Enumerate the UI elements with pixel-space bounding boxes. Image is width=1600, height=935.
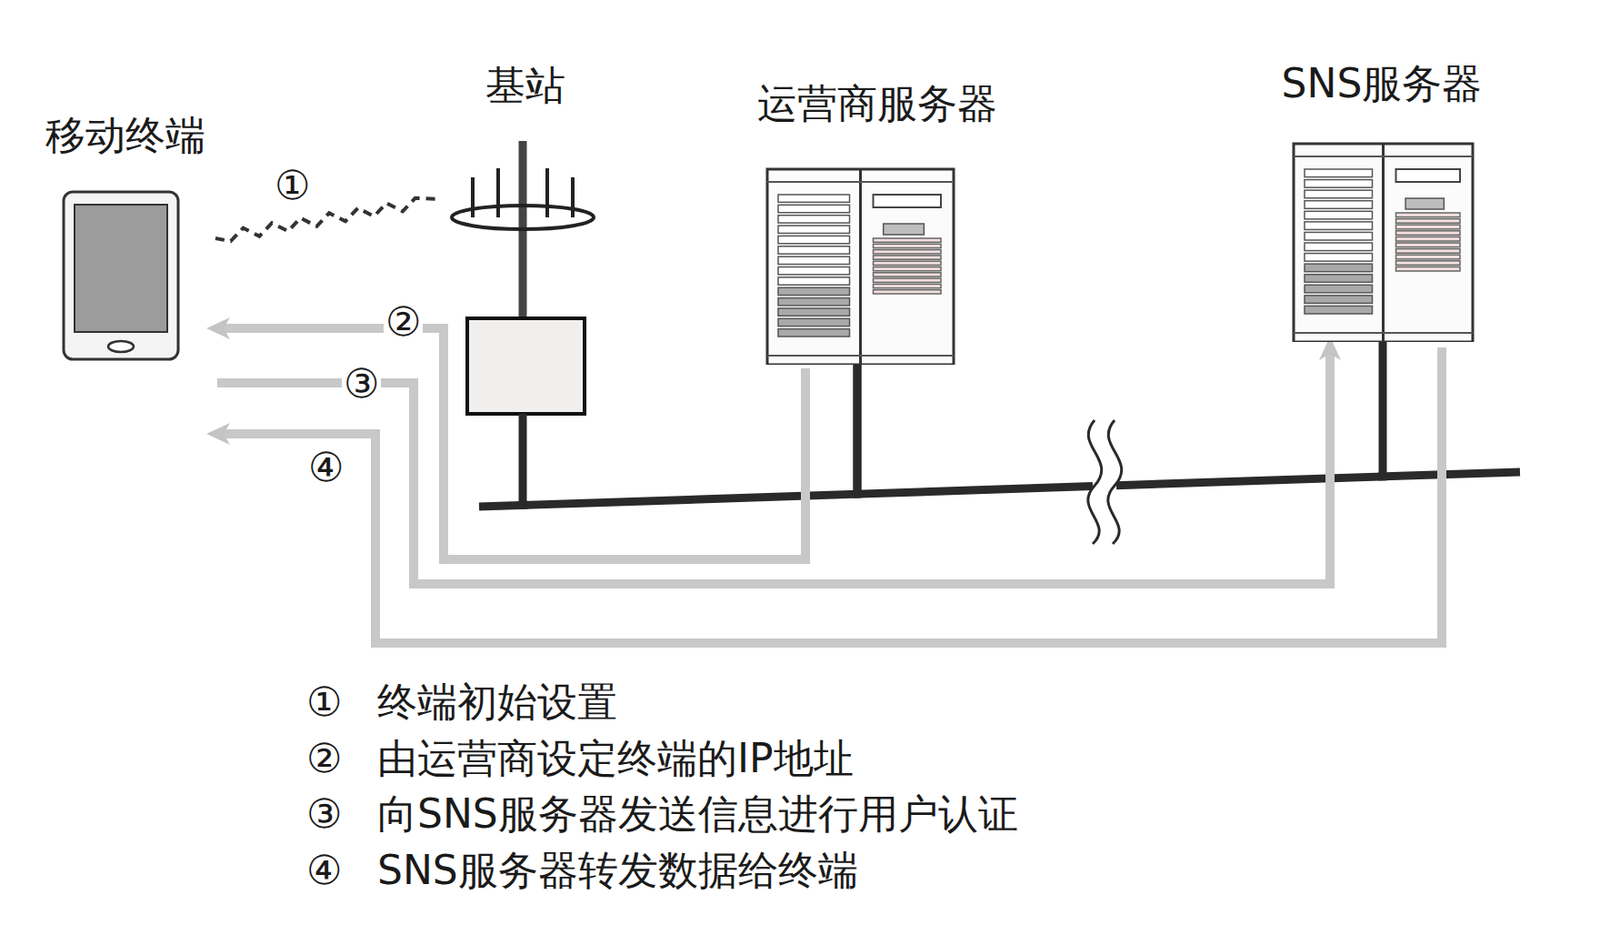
base-station: 基站 — [440, 63, 610, 419]
node-heading: SNS服务器 — [1254, 61, 1510, 106]
node-heading: 基站 — [440, 63, 610, 108]
callout-number: ③ — [341, 361, 381, 406]
step-note: SNS服务器转发数据给终端 — [377, 848, 859, 892]
callout-number: ② — [383, 300, 423, 344]
flow-arrow — [217, 347, 1330, 584]
break-symbol — [1088, 420, 1102, 544]
node-illustration — [445, 63, 605, 419]
backbone-stub — [1378, 471, 1520, 477]
callout-number: ① — [272, 163, 312, 208]
callout-number: ④ — [306, 848, 342, 892]
mobile-terminal: 移动终端 — [39, 113, 212, 361]
step-note: 由运营商设定终端的IP地址 — [377, 736, 854, 780]
callout-number: ② — [306, 736, 342, 780]
step-note: 向SNS服务器发送信息进行用户认证 — [377, 791, 1019, 836]
node-heading: 移动终端 — [39, 113, 212, 158]
node-heading: 运营商服务器 — [722, 81, 1032, 126]
server-node: SNS服务器 — [1254, 61, 1510, 342]
network-line — [857, 341, 1383, 494]
flow-arrow — [217, 347, 1442, 643]
step-note: 终端初始设置 — [377, 680, 618, 724]
wireless-link — [215, 198, 441, 241]
callout-number: ① — [306, 680, 342, 724]
server-node: 运营商服务器 — [722, 81, 1032, 365]
callout-number: ③ — [306, 791, 342, 836]
callout-number: ④ — [306, 445, 346, 490]
